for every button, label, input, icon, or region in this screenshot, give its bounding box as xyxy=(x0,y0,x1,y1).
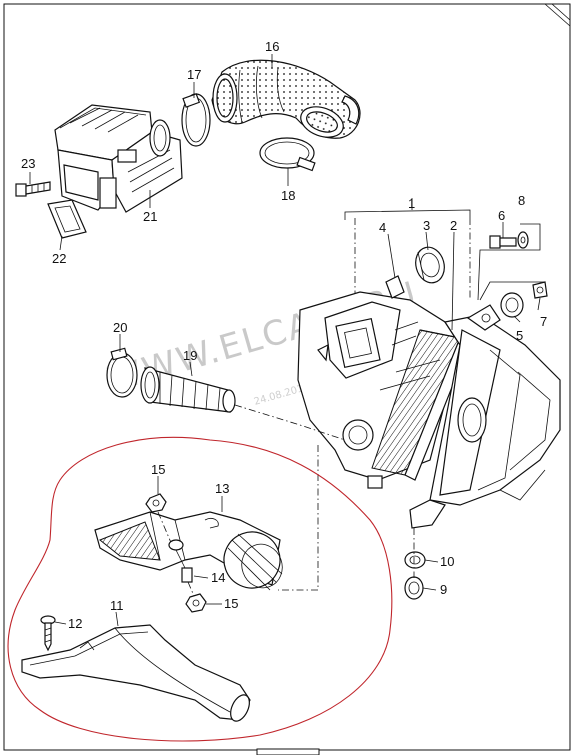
part-23-bolt xyxy=(15,181,51,197)
part-11-intake-pipe xyxy=(21,624,251,722)
leader-dash-14 xyxy=(187,581,195,597)
label-part-2: 2 xyxy=(450,218,457,233)
part-12-screw xyxy=(40,615,56,652)
label-part-18: 18 xyxy=(281,188,295,203)
part-8-washer xyxy=(517,231,529,249)
leader-dash-15 xyxy=(157,511,173,546)
assembly-line-main xyxy=(278,445,319,591)
label-part-4: 4 xyxy=(379,220,386,235)
label-part-12: 12 xyxy=(68,616,82,631)
part-10-grommet xyxy=(404,551,426,569)
assembly-line-19 xyxy=(234,404,346,441)
label-part-17: 17 xyxy=(187,67,201,82)
corner-mark xyxy=(551,3,571,21)
part-9-foot xyxy=(404,576,424,600)
label-part-16: 16 xyxy=(265,39,279,54)
leader-4 xyxy=(387,233,396,279)
part-15b-nut xyxy=(185,593,207,613)
label-part-5: 5 xyxy=(516,328,523,343)
label-part-20: 20 xyxy=(113,320,127,335)
label-part-21: 21 xyxy=(143,209,157,224)
part-7-bracket xyxy=(479,281,545,301)
label-part-22: 22 xyxy=(52,251,66,266)
part-15a-nut xyxy=(145,493,167,513)
part-16-hose xyxy=(211,59,361,139)
part-4-clip xyxy=(385,275,405,299)
label-part-13: 13 xyxy=(215,481,229,496)
label-part-6: 6 xyxy=(498,208,505,223)
corner-mark xyxy=(544,3,571,27)
part-13-intake-duct xyxy=(94,511,283,591)
label-part-7: 7 xyxy=(540,314,547,329)
label-part-14: 14 xyxy=(211,570,225,585)
label-part-9: 9 xyxy=(440,582,447,597)
leader-lines xyxy=(29,54,541,627)
bottom-tab xyxy=(256,748,320,755)
label-part-15b: 15 xyxy=(224,596,238,611)
part-6-bolt xyxy=(489,235,517,249)
label-part-1: 1 xyxy=(408,196,415,211)
part-8-bracket xyxy=(477,223,541,301)
part-17-clamp xyxy=(181,93,211,147)
label-part-23: 23 xyxy=(21,156,35,171)
part-7-nut xyxy=(532,281,548,299)
part-5-grommet xyxy=(500,292,524,318)
part-22-gasket xyxy=(47,199,87,239)
label-part-11: 11 xyxy=(110,598,124,613)
label-part-8: 8 xyxy=(518,193,525,208)
part-18-clamp xyxy=(259,137,316,172)
part-1-filter-housing xyxy=(297,291,561,529)
label-part-15a: 15 xyxy=(151,462,165,477)
part-1-bracket xyxy=(344,198,471,220)
part-21-meter-housing xyxy=(54,104,183,213)
highlight-outline xyxy=(7,436,393,742)
label-part-10: 10 xyxy=(440,554,454,569)
label-part-3: 3 xyxy=(423,218,430,233)
label-part-19: 19 xyxy=(183,348,197,363)
part-19-hose xyxy=(140,366,236,413)
part-14-stud xyxy=(168,539,193,583)
part-20-clamp xyxy=(106,347,138,398)
part-3-grommet xyxy=(415,246,445,284)
